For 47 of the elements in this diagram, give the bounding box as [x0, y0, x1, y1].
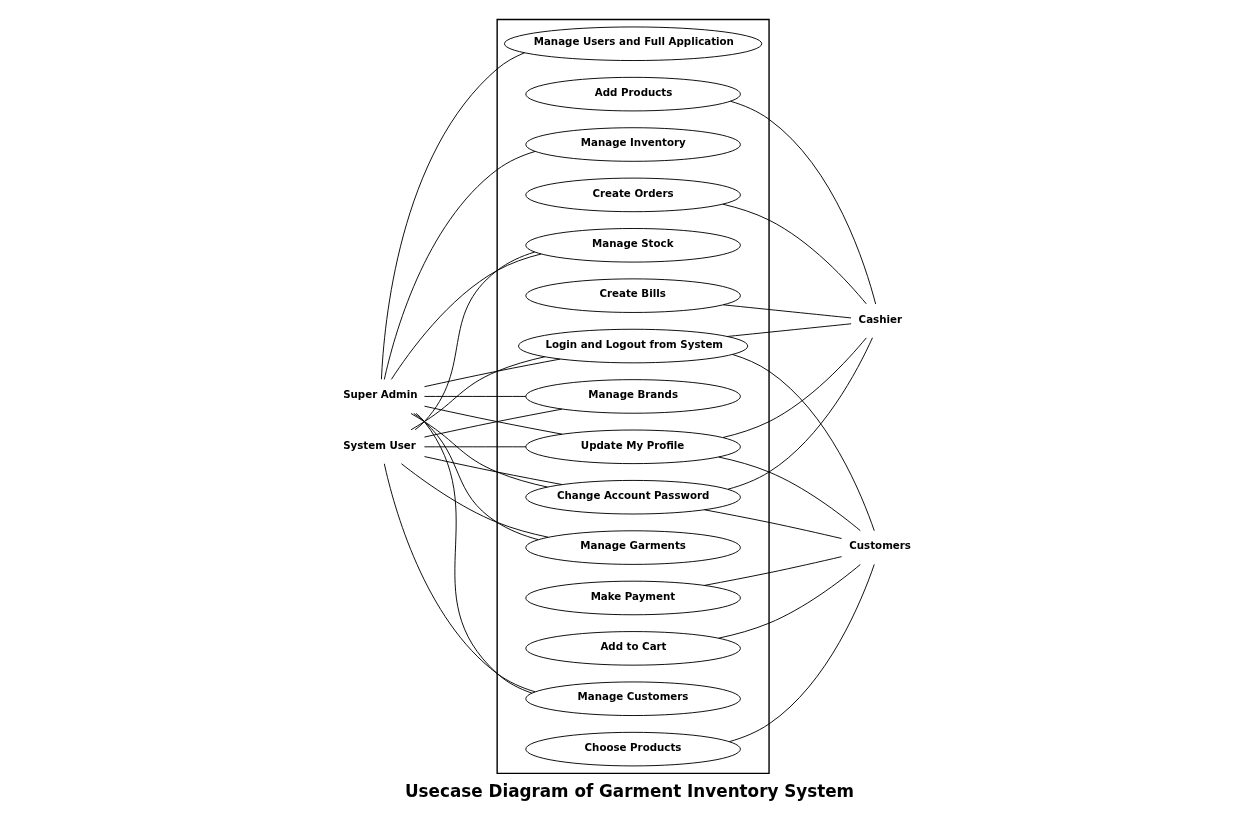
node-ellipse: Manage Customers: [525, 681, 741, 716]
node-ellipse: Manage Inventory: [525, 127, 741, 162]
connector: [413, 413, 539, 541]
connector: [726, 323, 852, 337]
connector: [704, 556, 843, 586]
connector: [383, 151, 536, 380]
connector: [730, 100, 877, 305]
cluster: [496, 18, 770, 775]
node-text: Cashier: [858, 312, 902, 325]
node-ellipse: Manage Users and Full Application: [503, 26, 763, 61]
node-text: Super Admin: [343, 388, 418, 401]
node-ellipse: Manage Garments: [525, 530, 741, 565]
connector: [718, 564, 861, 639]
node-ellipse: Create Orders: [525, 177, 741, 213]
diagram-title: Usecase Diagram of Garment Inventory System: [404, 781, 855, 802]
node-ellipse: Add Products: [525, 76, 741, 112]
connector: [704, 509, 843, 539]
connector: [424, 358, 561, 388]
connector: [424, 395, 527, 397]
node-ellipse: Add to Cart: [525, 631, 741, 666]
connector: [732, 354, 875, 532]
connector: [722, 304, 852, 319]
connector: [390, 253, 542, 380]
connector: [729, 563, 875, 743]
node-ellipse: Login and Logout from System: [518, 328, 749, 364]
node-text: Customers: [849, 539, 911, 552]
node-ellipse: Update My Profile: [525, 429, 741, 465]
connector: [718, 456, 861, 532]
connector: [410, 356, 546, 431]
connector: [380, 52, 525, 380]
node-text: System User: [343, 438, 416, 451]
node-ellipse: Manage Brands: [525, 379, 741, 414]
node-ellipse: Create Bills: [525, 278, 741, 313]
node-ellipse: Choose Products: [525, 731, 741, 767]
connector: [410, 413, 548, 488]
node-ellipse: Manage Stock: [525, 228, 741, 263]
connector: [383, 463, 536, 693]
connector: [424, 446, 527, 448]
connector: [400, 463, 549, 538]
connector: [415, 412, 533, 694]
node-ellipse: Make Payment: [525, 580, 741, 616]
connector: [727, 337, 873, 490]
connector: [722, 203, 867, 305]
connector: [722, 337, 867, 438]
node-ellipse: Change Account Password: [525, 479, 741, 515]
connector: [414, 251, 535, 431]
connector: [424, 456, 563, 485]
